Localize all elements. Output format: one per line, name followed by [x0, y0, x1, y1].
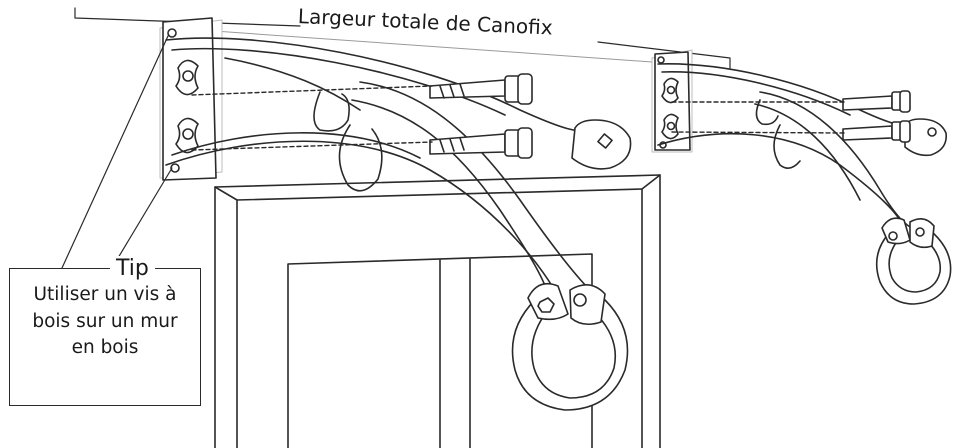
right-bracket-arm [657, 63, 948, 231]
tip-text: Utiliser un vis à bois sur un mur en boi… [14, 282, 196, 362]
right-clamp-ring [875, 217, 952, 305]
right-anchor-bolt-top [842, 90, 911, 113]
left-clamp-ring [511, 282, 629, 411]
left-drill-guide-bottom [191, 141, 433, 151]
tip-title: Tip [110, 256, 155, 281]
left-wall-bracket-plate [159, 17, 223, 181]
window-frame [214, 174, 661, 448]
right-drill-guide-bottom [671, 131, 846, 134]
tip-leader-lines [61, 35, 173, 269]
left-bracket-arm [165, 37, 632, 301]
width-dimension-line [74, 7, 731, 69]
left-anchor-bolt-bottom [429, 127, 533, 159]
right-wall-bracket-plate [651, 49, 693, 153]
right-anchor-bolt-bottom [842, 120, 911, 143]
tip-text-line: en bois [71, 337, 139, 358]
tip-text-line: bois sur un mur [32, 310, 178, 332]
tip-text-line: Utiliser un vis à [33, 284, 177, 305]
left-drill-guide-top [191, 85, 433, 96]
left-anchor-bolt-top [429, 73, 533, 105]
tip-callout-box [9, 268, 201, 406]
